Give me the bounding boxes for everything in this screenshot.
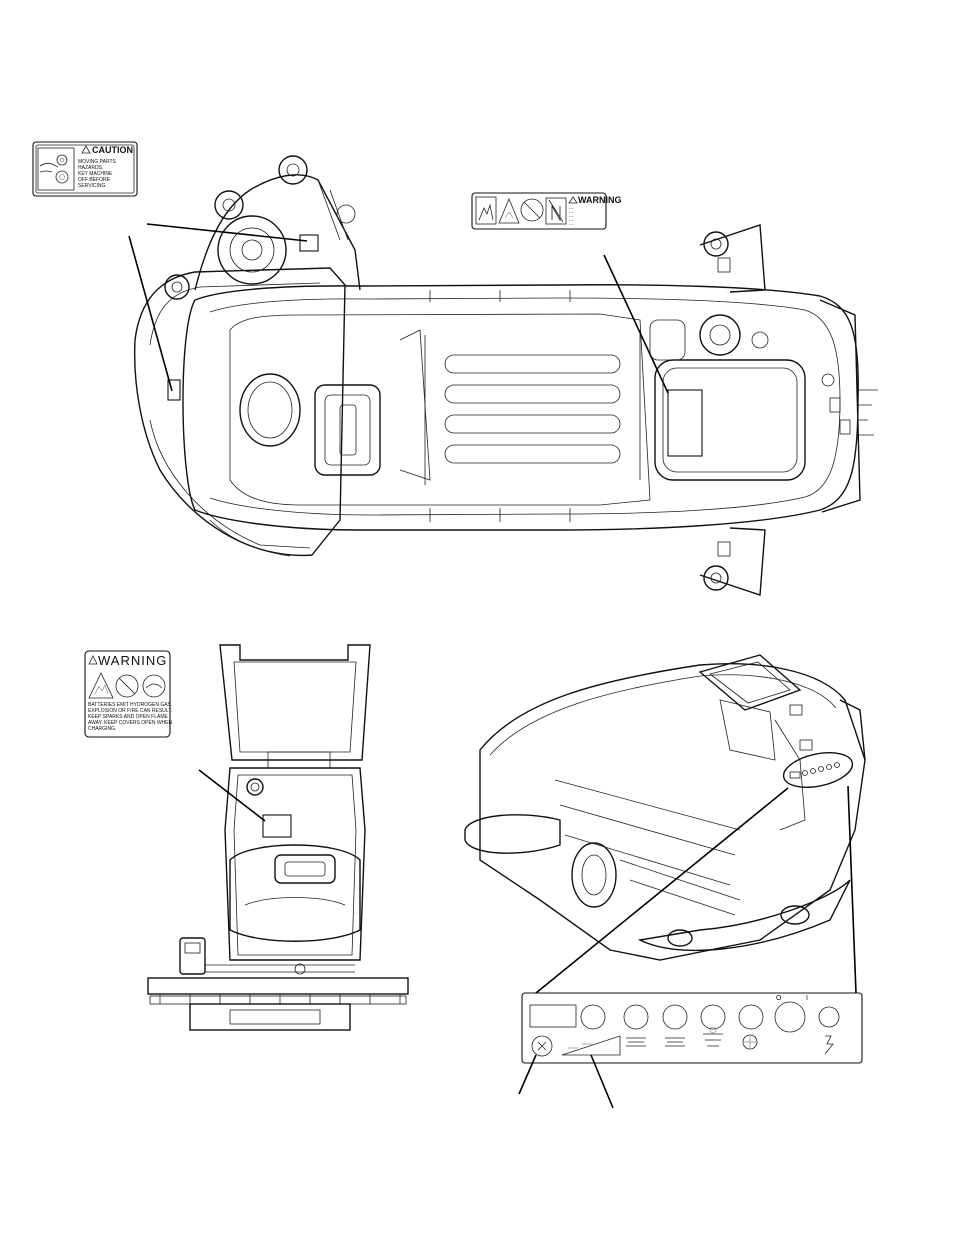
- caution-line-4: OFF BEFORE: [78, 177, 111, 183]
- warning-top-header: WARNING: [578, 195, 622, 205]
- button-2: [623, 1004, 649, 1030]
- leader-line-speed: [590, 1054, 614, 1109]
- caution-line-2: HAZARDS.: [78, 165, 103, 171]
- control-panel-callout-ellipse: [782, 752, 854, 788]
- vacuum-icon: [742, 1034, 758, 1050]
- key-off-label: O: [776, 995, 782, 1002]
- explosion-hazard-icon: [88, 672, 114, 699]
- battery-warning-line-1: BATTERIES EMIT HYDROGEN GAS.: [88, 702, 172, 708]
- eye-protection-icon: [142, 674, 166, 698]
- caution-header: CAUTION: [92, 145, 133, 155]
- warning-top-line-4: ...: [569, 217, 573, 223]
- warning-decal-location-top: [667, 389, 703, 457]
- warning-triangle-icon: [568, 196, 578, 204]
- emergency-stop-icon: [531, 1035, 553, 1057]
- no-flame-icon: [520, 198, 544, 222]
- button-1: [580, 1004, 606, 1030]
- caution-line-3: KEY MACHINE: [78, 171, 113, 177]
- warning-top-line-2: ...: [569, 209, 573, 215]
- leader-line-panel-left: [535, 787, 789, 994]
- battery-warning-line-3: KEEP SPARKS AND OPEN FLAME: [88, 714, 169, 720]
- machine-top-view: [133, 155, 878, 596]
- battery-warning-line-2: EXPLOSION OR FIRE CAN RESULT.: [88, 708, 172, 714]
- leader-line-caution-b: [128, 235, 173, 392]
- warning-top-line-1: ...: [569, 205, 573, 211]
- key-on-label: I: [806, 995, 808, 1002]
- caution-line-1: MOVING PARTS: [78, 159, 117, 165]
- leader-line-estop: [518, 1054, 537, 1095]
- battery-warning-line-4: AWAY. KEEP COVERS OPEN WHEN: [88, 720, 172, 726]
- warning-top-line-3: ...: [569, 213, 573, 219]
- scrub-pressure-1-icon: [626, 1037, 646, 1047]
- warning-triangle-icon: [88, 655, 98, 665]
- leader-line-caution-a: [146, 223, 308, 242]
- caution-decal: CAUTION MOVING PARTS HAZARDS. KEY MACHIN…: [32, 141, 138, 197]
- gear-hand-icon: [37, 147, 75, 191]
- battery-warning-decal-location: [262, 814, 292, 838]
- caution-line-5: SERVICING.: [78, 183, 107, 189]
- acid-hazard-icon: [498, 197, 520, 224]
- machine-isometric-view: [464, 654, 866, 961]
- button-horn: [818, 1006, 840, 1028]
- warning-decal-battery: WARNING BATTERIES EMIT HYDROGEN GAS. EXP…: [84, 650, 172, 738]
- battery-warning-line-5: CHARGING.: [88, 726, 116, 732]
- caution-triangle-icon: [81, 145, 91, 154]
- no-spark-icon: [545, 197, 567, 225]
- horn-icon: [824, 1035, 834, 1055]
- button-3: [662, 1004, 688, 1030]
- warning-top-line-5: ...: [569, 221, 573, 227]
- caution-decal-location: [299, 234, 319, 252]
- machine-rear-view: [147, 644, 409, 1031]
- explosion-icon: [475, 196, 497, 225]
- no-flame-icon: [115, 674, 139, 698]
- leader-line-battery-warning: [198, 769, 266, 822]
- warning-decal-top: WARNING ... ... ... ... ...: [471, 192, 622, 230]
- button-5: [738, 1004, 764, 1030]
- brush-icon: [703, 1026, 723, 1047]
- control-panel-decal: O I: [521, 992, 863, 1064]
- leader-line-panel-right: [847, 785, 857, 994]
- battery-warning-header: WARNING: [98, 653, 167, 668]
- scrub-pressure-2-icon: [665, 1037, 685, 1047]
- hour-meter-display: [529, 1004, 577, 1028]
- leader-line-warning-top: [603, 254, 669, 394]
- button-4: [700, 1004, 726, 1030]
- key-switch: [774, 1001, 806, 1033]
